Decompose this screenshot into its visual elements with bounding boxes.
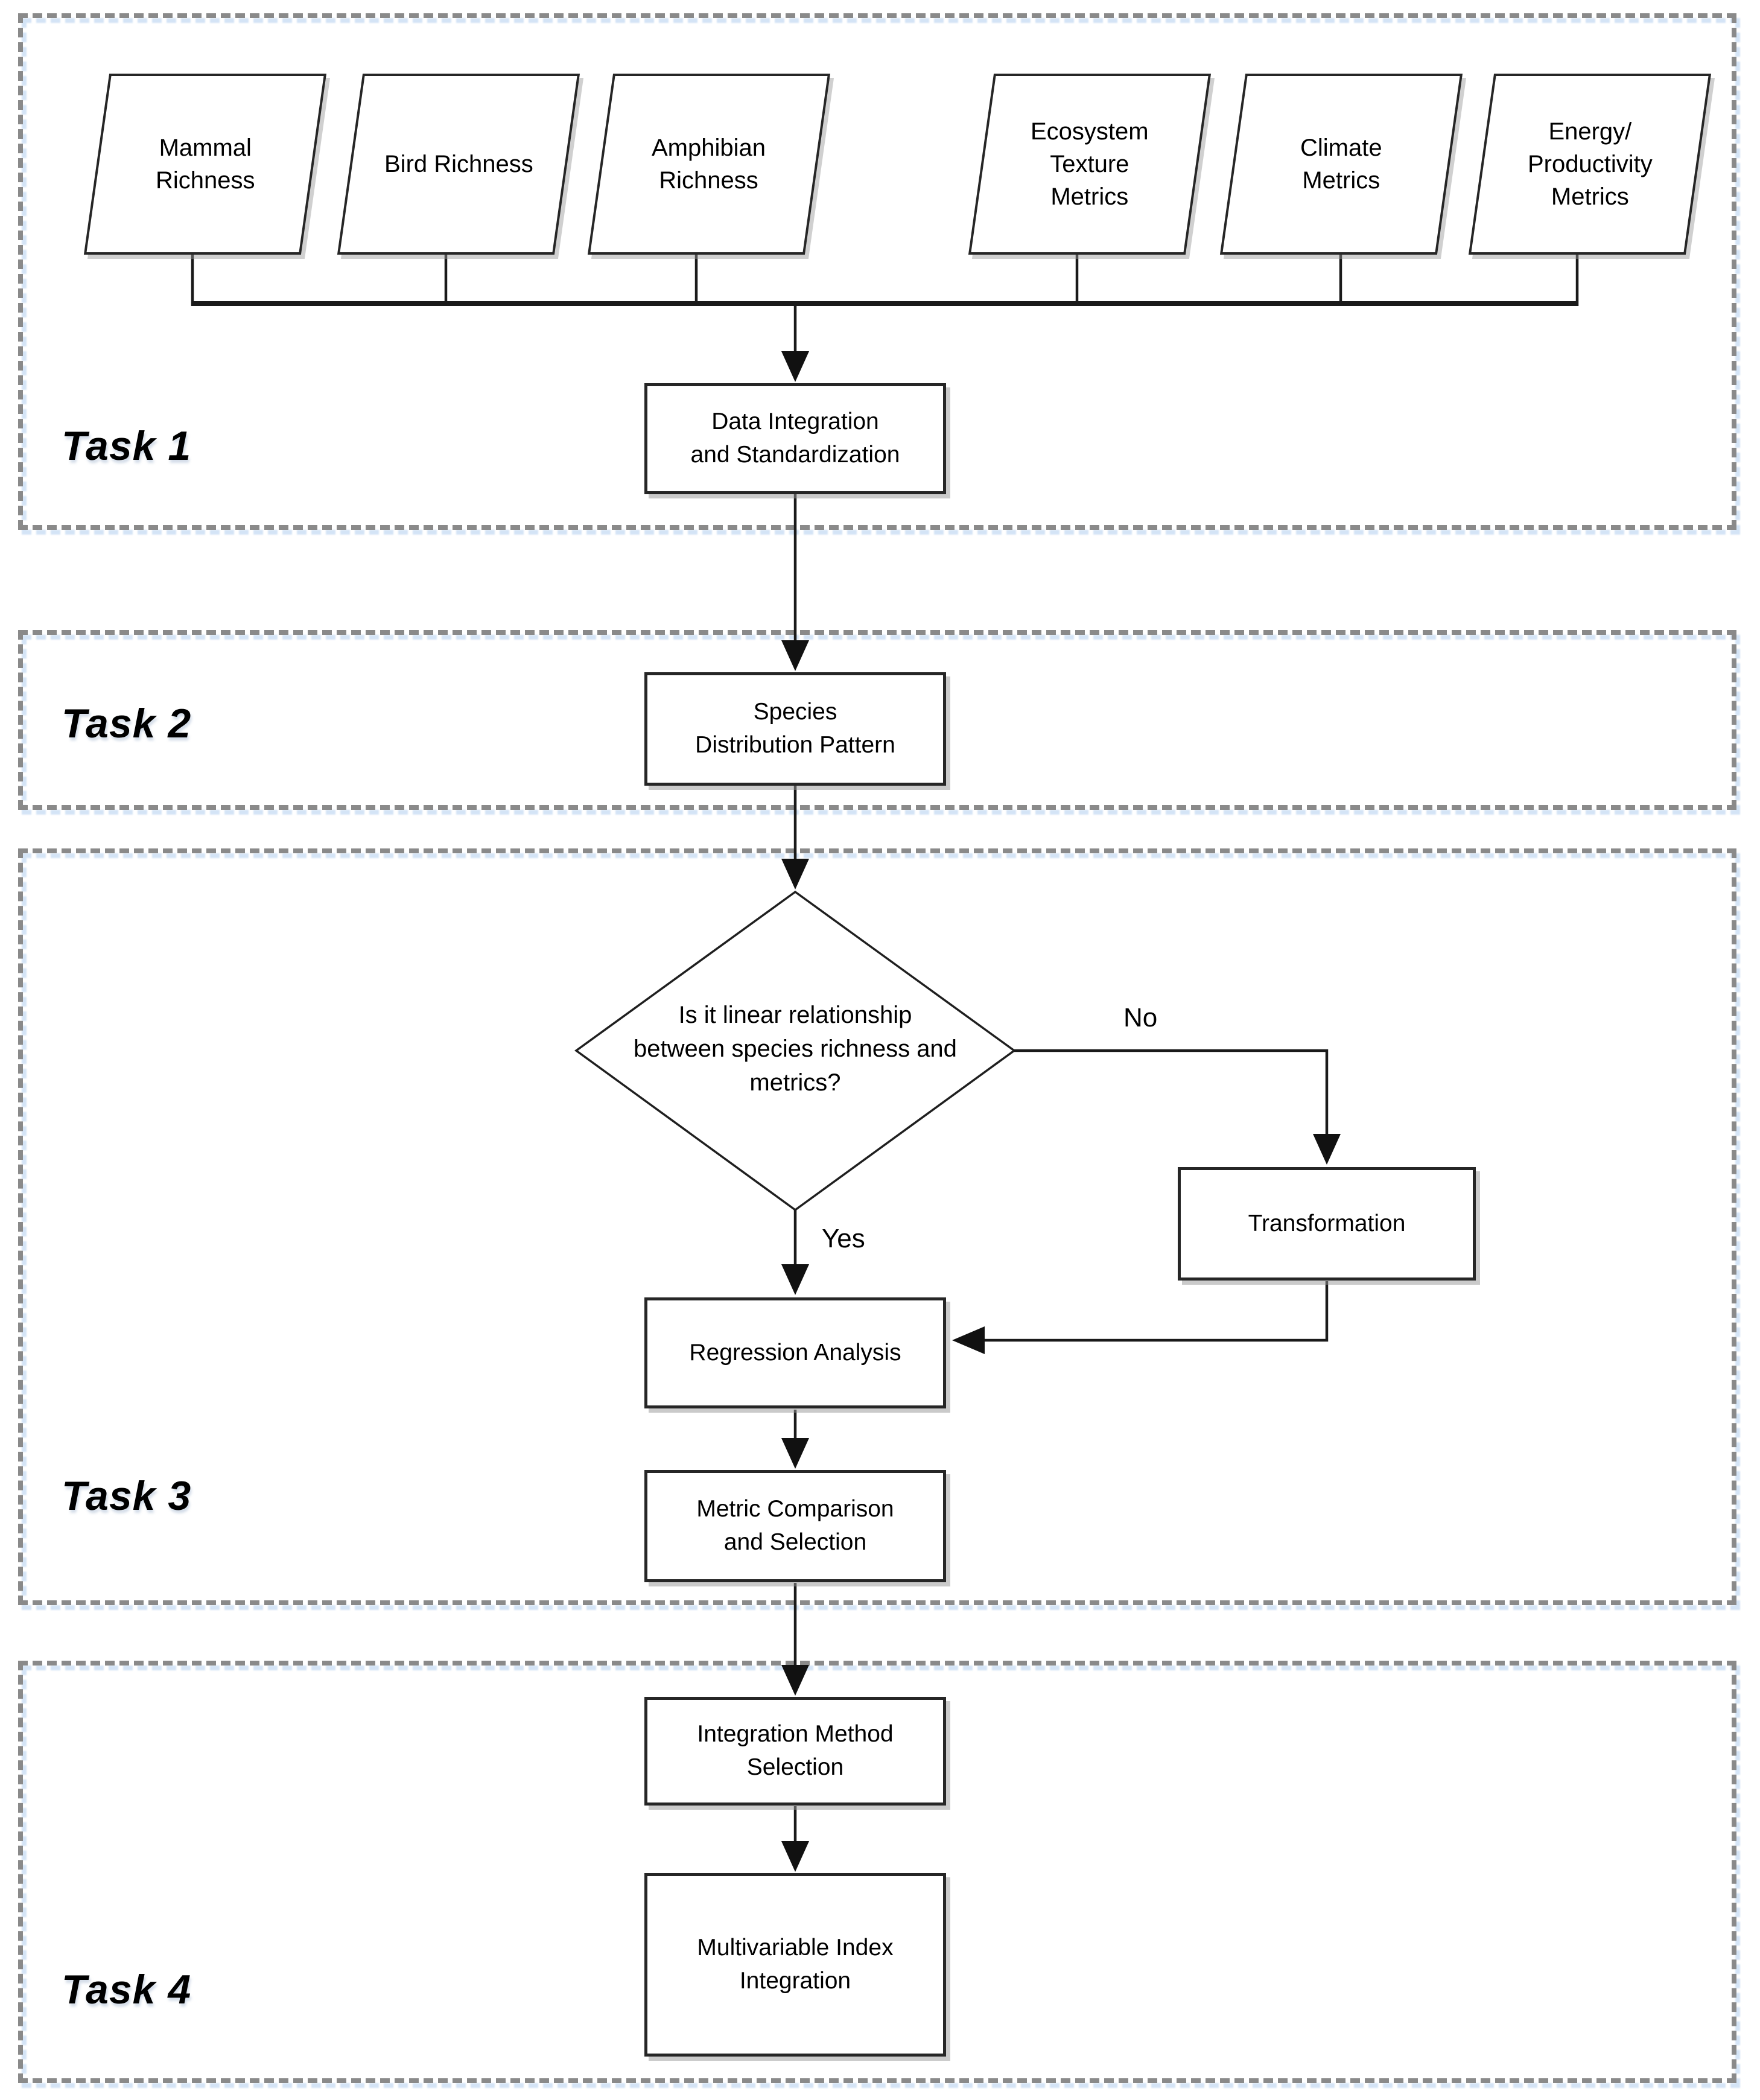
process-metric-comparison: Metric Comparison and Selection (644, 1470, 946, 1582)
process-label: Data Integration and Standardization (690, 409, 900, 468)
process-label: Species Distribution Pattern (695, 699, 895, 758)
arrow-no-to-transformation (1014, 1049, 1341, 1165)
task2-region (18, 630, 1736, 810)
process-label: Metric Comparison and Selection (696, 1496, 894, 1555)
process-transformation: Transformation (1178, 1167, 1476, 1281)
input-label: Mammal Richness (155, 135, 255, 194)
input-stub-lines (191, 253, 1579, 306)
process-species-distribution: Species Distribution Pattern (644, 672, 946, 786)
input-label: Amphibian Richness (652, 135, 766, 194)
arrow-yes-to-regression (781, 1210, 809, 1295)
task3-region (18, 848, 1736, 1605)
task1-label: Task 1 (62, 423, 192, 469)
input-label: Climate Metrics (1300, 135, 1382, 194)
input-amphibian-richness: Amphibian Richness (587, 74, 831, 255)
process-label: Multivariable Index Integration (697, 1935, 894, 1994)
decision-label: Is it linear relationship between specie… (634, 1002, 957, 1096)
process-label: Regression Analysis (689, 1339, 901, 1366)
input-bird-richness: Bird Richness (337, 74, 580, 255)
process-integration-method: Integration Method Selection (644, 1697, 946, 1806)
process-label: Transformation (1248, 1210, 1406, 1236)
input-energy-productivity-metrics: Energy/ Productivity Metrics (1468, 74, 1712, 255)
process-multivariable-index: Multivariable Index Integration (644, 1873, 946, 2057)
arrow-species-to-decision (781, 786, 809, 889)
input-label: Bird Richness (384, 151, 533, 177)
arrow-transformation-to-regression (952, 1281, 1329, 1354)
input-climate-metrics: Climate Metrics (1219, 74, 1463, 255)
task3-label: Task 3 (62, 1473, 192, 1519)
arrow-bus-to-data-integration (781, 304, 809, 382)
process-regression-analysis: Regression Analysis (644, 1297, 946, 1408)
input-mammal-richness: Mammal Richness (83, 74, 327, 255)
process-data-integration: Data Integration and Standardization (644, 383, 946, 494)
arrow-method-to-multivariable (781, 1806, 809, 1872)
arrow-regression-to-metric (781, 1410, 809, 1469)
input-label: Ecosystem Texture Metrics (1031, 118, 1149, 210)
arrow-data-to-species (781, 494, 809, 671)
no-branch-label: No (1123, 1003, 1158, 1032)
process-label: Integration Method Selection (697, 1721, 894, 1780)
input-label: Energy/ Productivity Metrics (1527, 118, 1653, 210)
task4-region (18, 1661, 1736, 2083)
task1-region (18, 13, 1736, 530)
arrow-metric-to-integration-method (781, 1583, 809, 1696)
yes-branch-label: Yes (822, 1224, 865, 1253)
task2-label: Task 2 (62, 701, 192, 746)
task4-label: Task 4 (62, 1967, 192, 2012)
input-ecosystem-texture-metrics: Ecosystem Texture Metrics (968, 74, 1212, 255)
